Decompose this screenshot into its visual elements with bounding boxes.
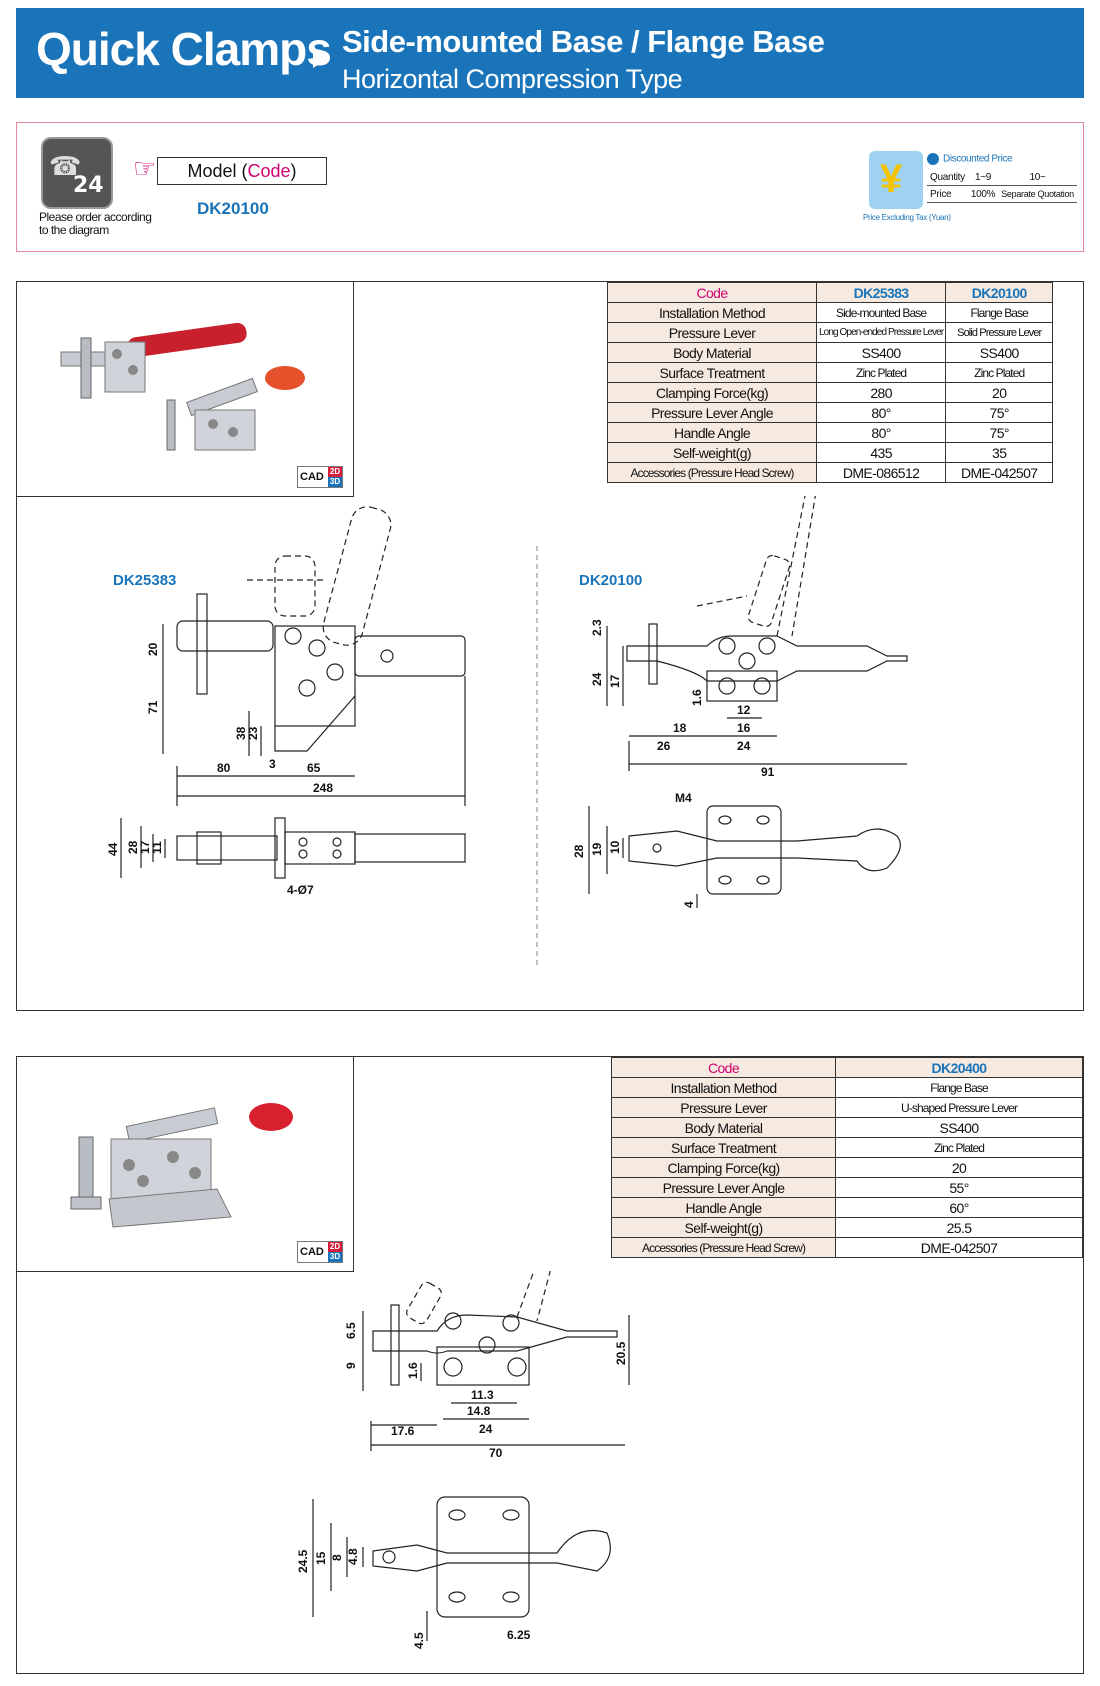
yen-icon: ¥ [869, 151, 923, 209]
discounted-price-label: Discounted Price [927, 153, 1013, 165]
svg-text:91: 91 [761, 765, 775, 779]
pointing-hand-icon: ☞ [133, 153, 157, 183]
svg-text:23: 23 [246, 726, 260, 740]
technical-drawings-2: 6.5 9 1.6 20.5 11.3 14.8 24 17.6 70 24.5… [296, 1271, 630, 1649]
svg-text:8: 8 [330, 1554, 344, 1561]
svg-text:65: 65 [307, 761, 321, 775]
svg-text:9: 9 [344, 1362, 358, 1369]
svg-text:24.5: 24.5 [296, 1549, 310, 1573]
svg-text:38: 38 [234, 726, 248, 740]
drawing-title-dk20100: DK20100 [579, 572, 643, 589]
svg-text:70: 70 [489, 1446, 503, 1460]
svg-text:4-Ø7: 4-Ø7 [287, 883, 314, 897]
svg-text:26: 26 [657, 739, 671, 753]
svg-text:17: 17 [608, 674, 622, 688]
clamp-photo-illustration [60, 322, 305, 451]
spec-table-1: Code DK25383 DK20100 Installation Method… [607, 282, 1054, 483]
svg-text:4.5: 4.5 [412, 1632, 426, 1649]
svg-text:3: 3 [269, 757, 276, 771]
svg-text:17: 17 [138, 840, 152, 854]
svg-text:10: 10 [608, 840, 622, 854]
svg-text:20: 20 [146, 642, 160, 656]
svg-text:4.8: 4.8 [346, 1548, 360, 1565]
model-code-value: DK20100 [197, 199, 269, 218]
svg-text:20.5: 20.5 [614, 1341, 628, 1365]
order-info-box: ☎ 24 Please order according to the diagr… [16, 122, 1084, 252]
technical-drawings-1: 20 71 38 23 3 80 65 248 44 28 17 11 4-Ø7… [106, 496, 908, 966]
header-type: Horizontal Compression Type [342, 64, 683, 94]
svg-text:6.25: 6.25 [507, 1628, 531, 1642]
svg-text:12: 12 [737, 703, 751, 717]
svg-text:28: 28 [572, 844, 586, 858]
svg-text:6.5: 6.5 [344, 1322, 358, 1339]
header-subtitle: Side-mounted Base / Flange Base [342, 24, 825, 59]
svg-text:4: 4 [682, 901, 696, 908]
svg-text:24: 24 [737, 739, 751, 753]
svg-text:17.6: 17.6 [391, 1424, 415, 1438]
clamp-photo-illustration-2 [70, 1103, 293, 1228]
header-arrow-icon [313, 48, 329, 68]
svg-text:24: 24 [479, 1422, 493, 1436]
model-code-box: Model (Code) [157, 157, 327, 185]
svg-text:28: 28 [126, 840, 140, 854]
svg-text:16: 16 [737, 721, 751, 735]
svg-text:1.6: 1.6 [690, 689, 704, 706]
svg-text:1.6: 1.6 [406, 1362, 420, 1379]
svg-text:18: 18 [673, 721, 687, 735]
svg-text:80: 80 [217, 761, 231, 775]
svg-text:14.8: 14.8 [467, 1404, 491, 1418]
svg-text:19: 19 [590, 842, 604, 856]
header-title: Quick Clamps [36, 23, 332, 75]
svg-text:11.3: 11.3 [471, 1388, 494, 1402]
svg-text:2.3: 2.3 [590, 619, 604, 636]
svg-text:11: 11 [150, 841, 164, 854]
drawing-title-dk25383: DK25383 [113, 572, 177, 589]
page-header: Quick Clamps Side-mounted Base / Flange … [16, 8, 1084, 98]
svg-text:248: 248 [313, 781, 333, 795]
svg-text:M4: M4 [675, 791, 692, 805]
phone-24-icon: ☎ 24 [41, 137, 113, 209]
svg-text:24: 24 [590, 672, 604, 686]
order-note: Please order according to the diagram [39, 210, 152, 237]
svg-text:44: 44 [106, 842, 120, 856]
price-excluding-tax: Price Excluding Tax (Yuan) [863, 213, 951, 222]
svg-text:15: 15 [314, 1551, 328, 1565]
svg-text:71: 71 [146, 700, 160, 714]
